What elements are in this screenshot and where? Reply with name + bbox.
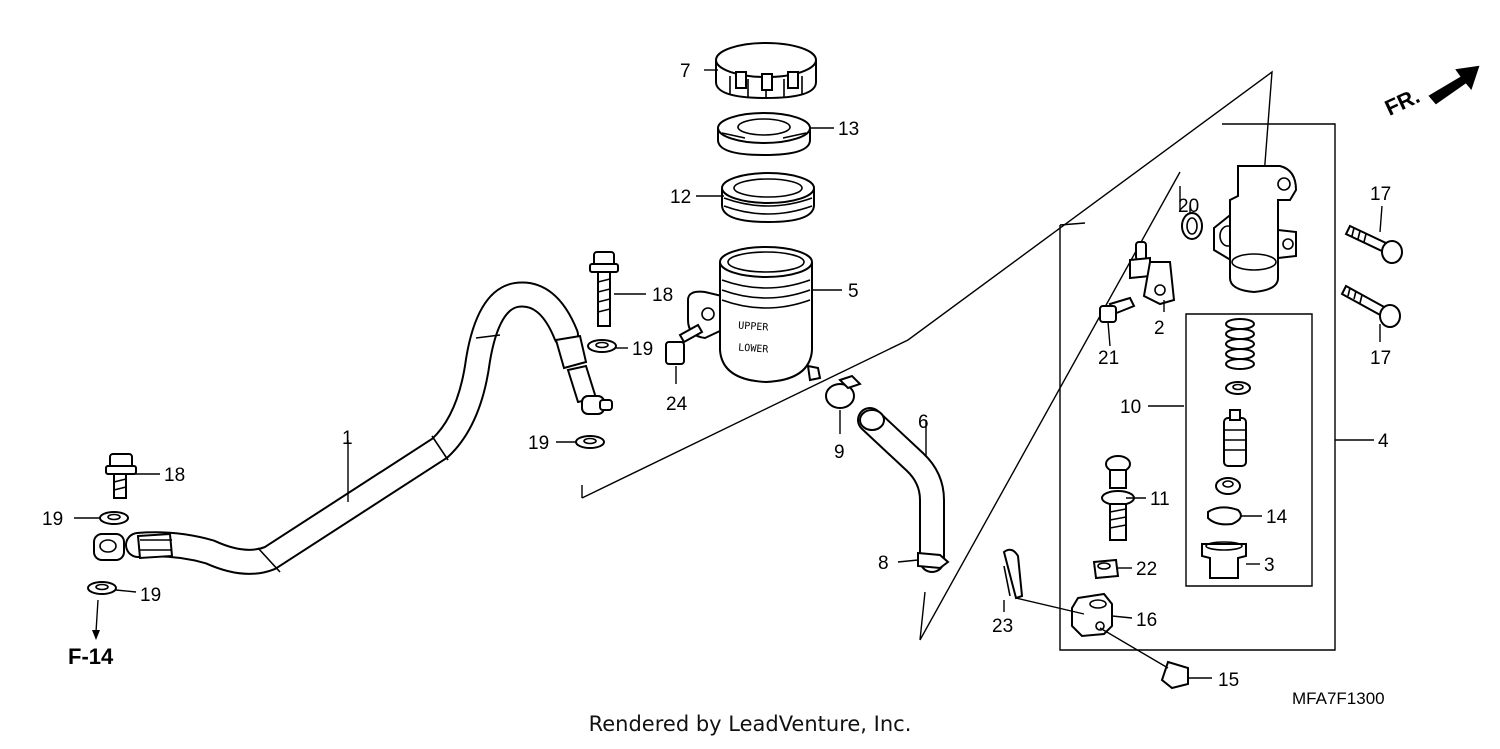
- master-cylinder-body: [1213, 165, 1298, 294]
- callout-19-lower-a: 19: [42, 509, 63, 530]
- callout-7: 7: [680, 61, 691, 82]
- leader-lines: [74, 69, 1383, 679]
- callout-5: 5: [848, 281, 859, 302]
- callout-13: 13: [838, 119, 859, 140]
- callout-19-upper-a: 19: [632, 339, 653, 360]
- reservoir-plate: [717, 112, 811, 157]
- callout-8: 8: [878, 553, 889, 574]
- piston-set: [1185, 313, 1313, 587]
- reservoir-lower-mark: LOWER: [738, 342, 770, 355]
- reservoir-hose: [857, 407, 945, 573]
- upper-banjo-assembly: [575, 251, 619, 449]
- callout-18-lower: 18: [164, 465, 185, 486]
- callout-17-lower: 17: [1370, 348, 1391, 369]
- callout-19-lower-b: 19: [140, 585, 161, 606]
- callout-23: 23: [992, 616, 1013, 637]
- callout-6: 6: [918, 412, 929, 433]
- reservoir-tank: UPPER LOWER: [687, 246, 822, 384]
- o-ring: [1181, 212, 1203, 240]
- callout-12: 12: [670, 187, 691, 208]
- callout-16: 16: [1136, 610, 1157, 631]
- callout-24: 24: [666, 394, 688, 415]
- reference-label: F-14: [68, 644, 114, 669]
- callout-3: 3: [1264, 555, 1275, 576]
- reservoir-screw: [665, 323, 704, 365]
- callout-9: 9: [834, 442, 845, 463]
- joint-screw: [1099, 296, 1136, 323]
- callout-1: 1: [342, 428, 353, 449]
- callout-21: 21: [1098, 348, 1119, 369]
- callout-11: 11: [1150, 489, 1170, 510]
- diagram-code: MFA7F1300: [1292, 689, 1385, 708]
- lower-banjo-assembly: [87, 453, 137, 640]
- boot: [1201, 541, 1247, 579]
- callout-17-upper: 17: [1370, 184, 1391, 205]
- hose-clip-upper: [825, 374, 862, 409]
- callout-19-upper-b: 19: [528, 433, 549, 454]
- callout-20: 20: [1178, 196, 1199, 217]
- front-direction-label: FR.: [1381, 83, 1424, 121]
- brake-hose: [125, 281, 598, 575]
- callout-2: 2: [1154, 318, 1165, 339]
- credit-text: Rendered by LeadVenture, Inc.: [588, 712, 912, 736]
- push-rod: [1101, 455, 1135, 541]
- push-rod-joint: [1071, 592, 1113, 638]
- lock-nut: [1092, 558, 1120, 580]
- reservoir-cap: [715, 42, 817, 100]
- callout-18-upper: 18: [652, 285, 673, 306]
- reservoir-diaphragm: [721, 172, 815, 224]
- callout-15: 15: [1218, 670, 1239, 691]
- mounting-bolts: [1340, 224, 1403, 328]
- hose-clip-lower: [917, 551, 950, 570]
- cotter-pin: [1002, 548, 1024, 600]
- circlip: [1207, 506, 1242, 526]
- joint-pin: [1160, 660, 1189, 690]
- callout-22: 22: [1136, 559, 1157, 580]
- front-direction-arrow: FR.: [1381, 65, 1480, 121]
- callout-4: 4: [1378, 431, 1389, 452]
- reservoir-upper-mark: UPPER: [738, 320, 770, 333]
- piston-spring: [1225, 318, 1255, 370]
- callout-numbers: 7 13 12 5 18 19 19 1 24 9 6 8 2 20 21 10…: [42, 61, 1391, 691]
- inlet-joint: [1129, 241, 1176, 306]
- callout-14: 14: [1266, 507, 1288, 528]
- callout-10: 10: [1120, 397, 1141, 418]
